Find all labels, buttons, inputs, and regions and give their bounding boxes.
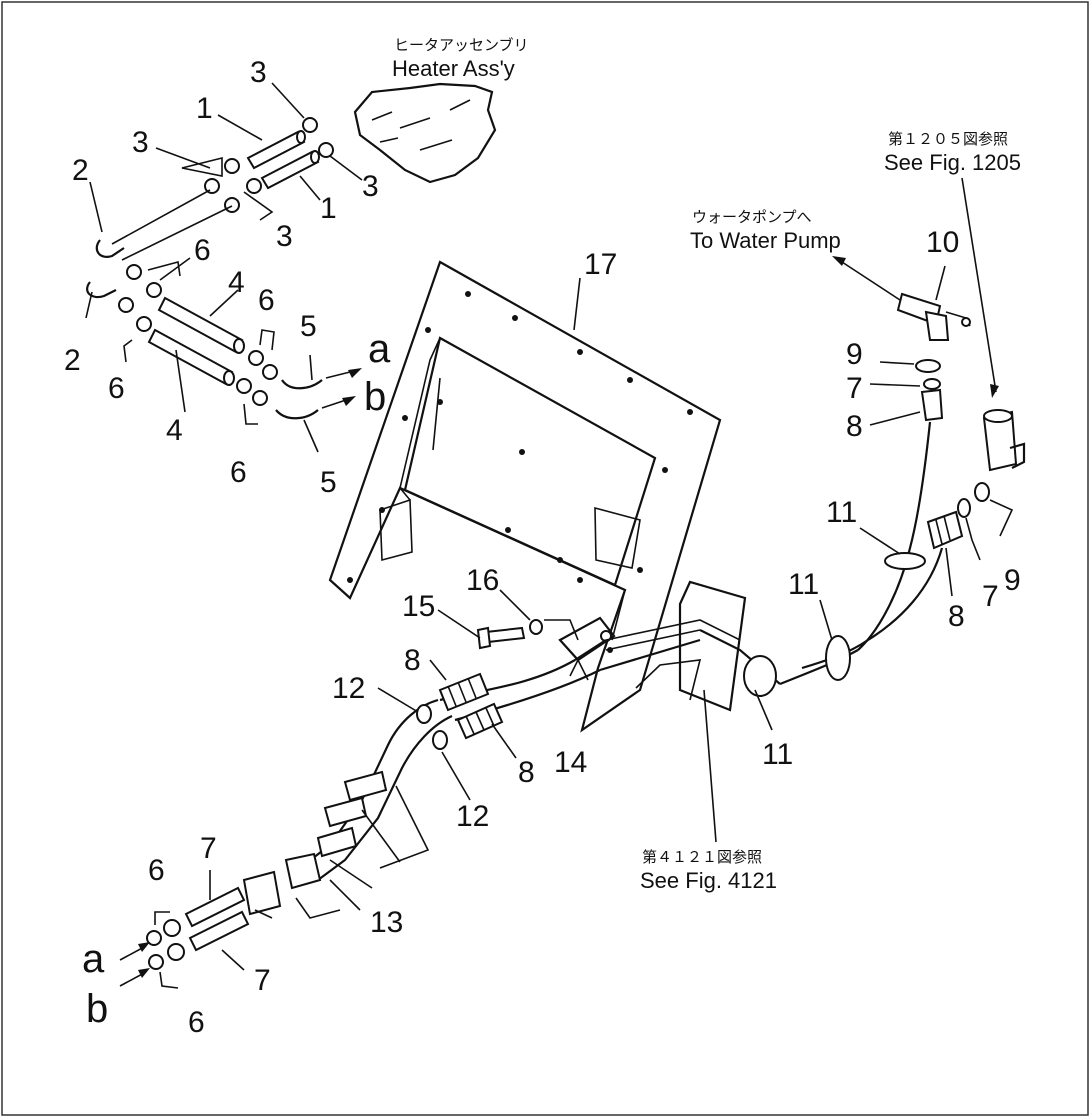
connector-b: b xyxy=(86,987,108,1031)
bracket-14 xyxy=(558,616,616,681)
leader-lines xyxy=(85,82,946,911)
callout-7: 7 xyxy=(200,832,217,865)
callout-15: 15 xyxy=(402,590,435,623)
callout-7: 7 xyxy=(254,964,271,997)
fig4121-caption-jp: 第４１２１図参照 xyxy=(642,848,762,866)
fig1205-caption-jp: 第１２０５図参照 xyxy=(888,130,1008,148)
callout-6: 6 xyxy=(230,456,247,489)
tube-assembly-13 xyxy=(242,638,701,919)
elbows-2 xyxy=(86,189,233,299)
callout-13: 13 xyxy=(370,906,403,939)
hoses-8-left xyxy=(416,672,504,750)
water-pump-caption: To Water Pump xyxy=(690,228,841,253)
callout-1: 1 xyxy=(320,192,337,225)
callout-labels: 1 1 2 2 3 3 3 3 4 4 5 5 6 6 6 6 6 6 7 7 … xyxy=(64,56,1021,1039)
callout-8: 8 xyxy=(404,644,421,677)
bolt-15 xyxy=(476,626,526,650)
clamps-3 xyxy=(181,117,334,221)
callout-12: 12 xyxy=(332,672,365,705)
callout-12: 12 xyxy=(456,800,489,833)
callout-4: 4 xyxy=(228,266,245,299)
side-bracket xyxy=(605,580,747,712)
fittings-9-7-8-lower xyxy=(926,482,1014,597)
hoses-4 xyxy=(118,260,278,425)
callout-14: 14 xyxy=(554,746,587,779)
fittings-9-7-8-upper xyxy=(869,359,944,426)
heater-caption: Heater Ass'y xyxy=(392,56,515,81)
callout-7: 7 xyxy=(846,372,863,405)
callout-6: 6 xyxy=(194,234,211,267)
callout-3: 3 xyxy=(362,170,379,203)
connector-a: a xyxy=(82,937,105,981)
callout-5: 5 xyxy=(300,310,317,343)
callout-10: 10 xyxy=(926,226,959,259)
callout-5: 5 xyxy=(320,466,337,499)
heater-assembly xyxy=(353,82,497,184)
callout-8: 8 xyxy=(948,600,965,633)
callout-11: 11 xyxy=(788,568,819,601)
captions: ヒータアッセンブリ Heater Ass'y 第１２０５図参照 See Fig.… xyxy=(392,36,1021,893)
callout-3: 3 xyxy=(276,220,293,253)
callout-6: 6 xyxy=(108,372,125,405)
callout-7: 7 xyxy=(982,580,999,613)
connector-a: a xyxy=(368,327,391,371)
fig1205-caption: See Fig. 1205 xyxy=(884,150,1021,175)
fig4121-caption: See Fig. 4121 xyxy=(640,868,777,893)
callout-3: 3 xyxy=(132,126,149,159)
washer-16 xyxy=(529,619,579,641)
heater-fitting-1205 xyxy=(961,177,1026,472)
callout-2: 2 xyxy=(64,344,81,377)
callout-4: 4 xyxy=(166,414,183,447)
hoses-7-left xyxy=(119,870,250,989)
callout-8: 8 xyxy=(518,756,535,789)
connector-labels: a b a b xyxy=(82,327,391,1031)
connector-b: b xyxy=(364,375,386,419)
water-pump-caption-jp: ウォータポンプへ xyxy=(692,209,812,226)
panel-17 xyxy=(328,260,722,733)
pipe-11 xyxy=(699,421,944,731)
callout-6: 6 xyxy=(148,854,165,887)
callout-16: 16 xyxy=(466,564,499,597)
callout-1: 1 xyxy=(196,92,213,125)
heater-caption-jp: ヒータアッセンブリ xyxy=(394,36,529,54)
callout-11: 11 xyxy=(826,496,857,529)
callout-9: 9 xyxy=(1004,564,1021,597)
callout-9: 9 xyxy=(846,338,863,371)
callout-8: 8 xyxy=(846,410,863,443)
callout-2: 2 xyxy=(72,154,89,187)
heater-pipes xyxy=(246,130,320,190)
callout-11: 11 xyxy=(762,738,793,771)
callout-6: 6 xyxy=(188,1006,205,1039)
elbows-5 xyxy=(275,354,362,453)
callout-17: 17 xyxy=(584,248,617,281)
callout-3: 3 xyxy=(250,56,267,89)
valve-10 xyxy=(832,256,971,341)
callout-6: 6 xyxy=(258,284,275,317)
